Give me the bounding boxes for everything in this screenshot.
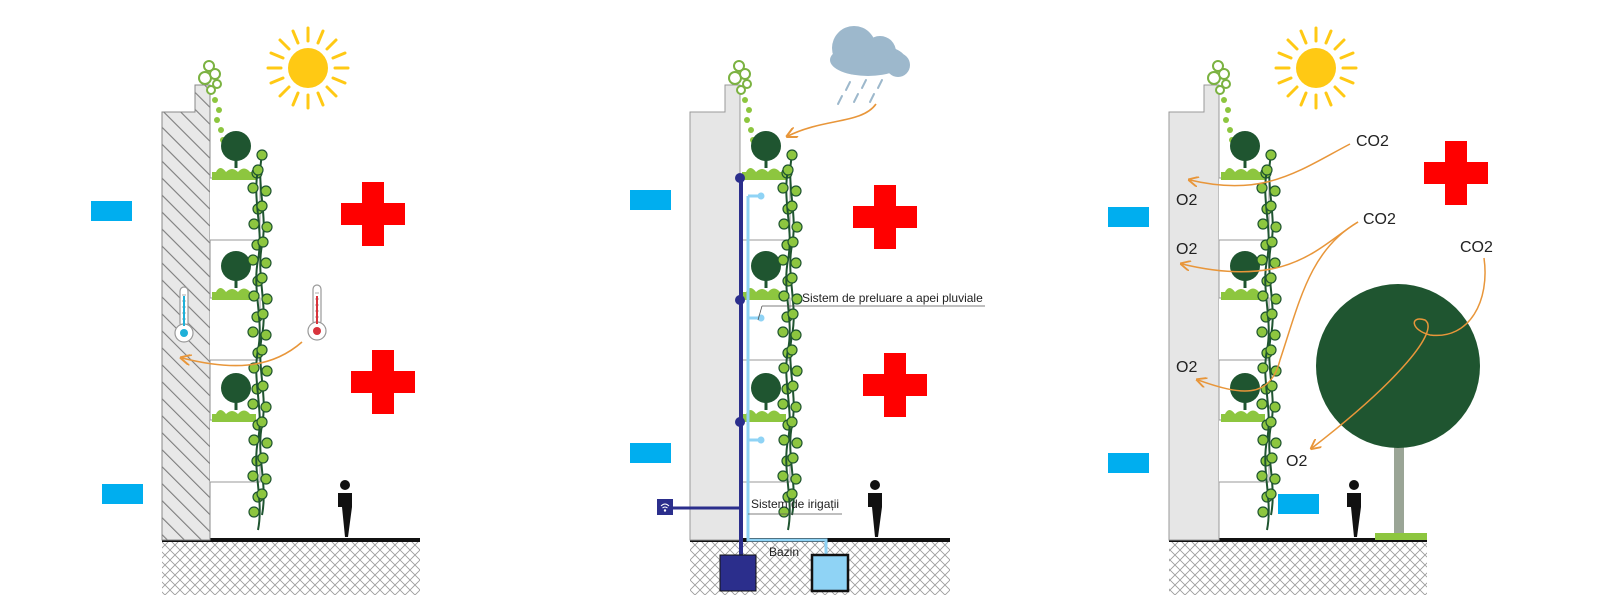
- ground-soil: [162, 540, 420, 595]
- cloud-rain-icon: [830, 26, 910, 105]
- person-icon: [1347, 480, 1361, 537]
- thermometer-cold-icon: [174, 286, 194, 343]
- co2-label: CO2: [1363, 211, 1396, 228]
- co2-label: CO2: [1356, 133, 1389, 150]
- minus-icon: [630, 190, 671, 210]
- plus-icon: [1424, 141, 1488, 205]
- planter-middle: [208, 249, 262, 362]
- label-rainwater-system: Sistem de preluare a apei pluviale: [802, 291, 983, 305]
- irrigation-pipes: [668, 173, 828, 556]
- minus-icon: [1108, 453, 1149, 473]
- plus-icon: [341, 182, 405, 246]
- plus-icon: [863, 353, 927, 417]
- minus-icon: [630, 443, 671, 463]
- o2-label: O2: [1176, 192, 1197, 209]
- rain-arrow: [788, 103, 877, 136]
- o2-label: O2: [1286, 453, 1307, 470]
- thermometer-hot-icon: [307, 284, 327, 341]
- wall-plain: [1168, 84, 1220, 541]
- wall-plain: [689, 84, 741, 541]
- heat-arrow: [182, 341, 303, 367]
- tree-icon: [1316, 284, 1480, 540]
- minus-icon: [1108, 207, 1149, 227]
- sun-icon: [266, 26, 350, 110]
- wifi-sensor-icon: [657, 499, 673, 515]
- gas-exchange-arrows: [1182, 143, 1486, 448]
- panel-air-quality: CO2 CO2 CO2 O2 O2 O2 O2: [1108, 26, 1493, 595]
- tank-dark: [719, 554, 757, 592]
- minus-icon: [91, 201, 132, 221]
- minus-icon: [102, 484, 143, 504]
- ground-soil: [1169, 540, 1427, 595]
- minus-icon: [1278, 494, 1319, 514]
- leader-line: [757, 305, 763, 321]
- label-irrigation-system: Sistem de irigații: [751, 497, 839, 511]
- planter-middle: [1217, 249, 1271, 362]
- person-icon: [868, 480, 882, 537]
- sun-icon: [1274, 26, 1358, 110]
- person-icon: [338, 480, 352, 537]
- co2-label: CO2: [1460, 239, 1493, 256]
- plus-icon: [853, 185, 917, 249]
- tank-light: [810, 553, 850, 593]
- o2-label: O2: [1176, 359, 1197, 376]
- panel-insulation: [91, 26, 420, 595]
- label-tank: Bazin: [769, 545, 799, 559]
- panel-irrigation: Sistem de preluare a apei pluviale Siste…: [630, 26, 985, 595]
- plus-icon: [351, 350, 415, 414]
- o2-label: O2: [1176, 241, 1197, 258]
